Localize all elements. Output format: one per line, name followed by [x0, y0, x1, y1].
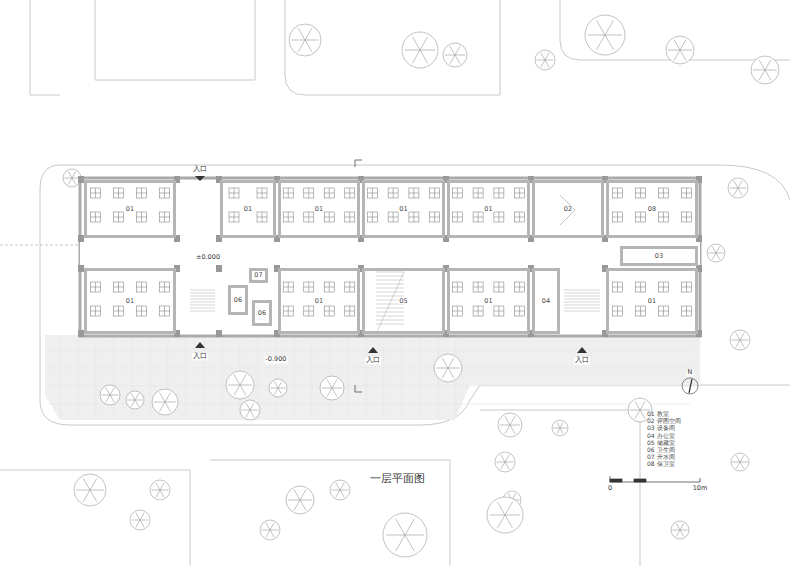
tree [495, 452, 515, 472]
room-number: 01 [483, 298, 493, 305]
scale-label: 0 [607, 485, 613, 492]
tree [730, 330, 750, 350]
stairs [190, 195, 600, 334]
tree [666, 36, 694, 64]
tree [130, 510, 150, 530]
tree [226, 371, 254, 399]
entrance-label: 入口 [192, 353, 208, 360]
tree [671, 521, 689, 539]
tree [269, 379, 287, 397]
tree [535, 50, 555, 70]
room-box: 01 [362, 180, 445, 238]
scale-bar [610, 476, 700, 482]
room-box: 01 [447, 268, 530, 334]
columns [78, 176, 702, 337]
tree [286, 486, 314, 514]
legend-entry: 03 设备间 [647, 425, 675, 431]
legend-entry: 07 开水间 [647, 454, 675, 460]
room-number: 05 [398, 298, 408, 305]
room-box: 01 [278, 268, 360, 334]
room-box: 03 [620, 246, 698, 266]
legend-entry: 01 教室 [647, 411, 669, 417]
room-box: 07 [249, 268, 268, 283]
tree [320, 376, 344, 400]
paving [45, 335, 700, 420]
room-box: 04 [532, 268, 560, 334]
room-number: 06 [233, 297, 243, 304]
tree [240, 400, 260, 420]
drawing-title: 一层平面图 [368, 471, 427, 486]
tree [707, 244, 725, 262]
tree [552, 420, 568, 436]
tree [731, 453, 749, 471]
building-outline [80, 178, 700, 336]
room-number: 01 [125, 298, 135, 305]
room-number: 03 [654, 253, 664, 260]
room-number: 01 [125, 206, 135, 213]
room-box: 01 [220, 180, 276, 238]
elevation-label: -0.900 [265, 356, 288, 363]
room-number: 07 [253, 272, 263, 279]
room-box: 08 [606, 180, 698, 238]
tree [100, 385, 120, 405]
room-number: 02 [563, 206, 573, 213]
tree [150, 480, 170, 500]
room-number: 01 [647, 298, 657, 305]
entrance-label: 入口 [192, 166, 208, 173]
scale-label: 10m [692, 485, 709, 492]
entrance-label: 入口 [574, 357, 590, 364]
room-box: 02 [532, 180, 604, 238]
tree [402, 32, 438, 68]
tree [487, 497, 523, 533]
room-box: 01 [606, 268, 698, 334]
room-box: 06 [252, 300, 272, 326]
room-box: 01 [447, 180, 530, 238]
room-box: 06 [228, 285, 248, 315]
room-number: 01 [483, 206, 493, 213]
north-arrow [682, 378, 698, 394]
room-number: 06 [257, 310, 267, 317]
room-box: 01 [278, 180, 360, 238]
tree [443, 43, 467, 67]
room-number: 01 [314, 298, 324, 305]
paving-grid [48, 338, 690, 418]
north-label: N [687, 369, 694, 376]
tree [74, 474, 106, 506]
tree [152, 389, 178, 415]
elevation-label: ±0.000 [195, 254, 221, 261]
room-number: 08 [647, 206, 657, 213]
tree [751, 56, 779, 84]
room-number: 01 [314, 206, 324, 213]
room-box: 05 [362, 268, 445, 334]
tree [383, 513, 427, 557]
tree [434, 354, 462, 382]
room-box: 01 [84, 180, 176, 238]
tree [126, 391, 144, 409]
room-number: 04 [541, 298, 551, 305]
tree [260, 520, 280, 540]
tree [585, 15, 625, 55]
tree [289, 24, 321, 56]
room-box: 01 [84, 268, 176, 334]
legend-entry: 05 储藏室 [647, 440, 675, 446]
room-number: 01 [398, 206, 408, 213]
entrance-label: 入口 [365, 357, 381, 364]
legend-entry: 06 卫生间 [647, 447, 675, 453]
tree [728, 178, 748, 198]
tree [330, 480, 350, 500]
trees [63, 15, 779, 557]
legend-entry: 02 评图空间 [647, 418, 681, 424]
entrance-marks [195, 176, 587, 353]
corridor [80, 238, 700, 268]
tree [498, 413, 522, 437]
legend-entry: 08 保卫室 [647, 461, 675, 467]
legend-entry: 04 办公室 [647, 433, 675, 439]
room-number: 01 [243, 206, 253, 213]
